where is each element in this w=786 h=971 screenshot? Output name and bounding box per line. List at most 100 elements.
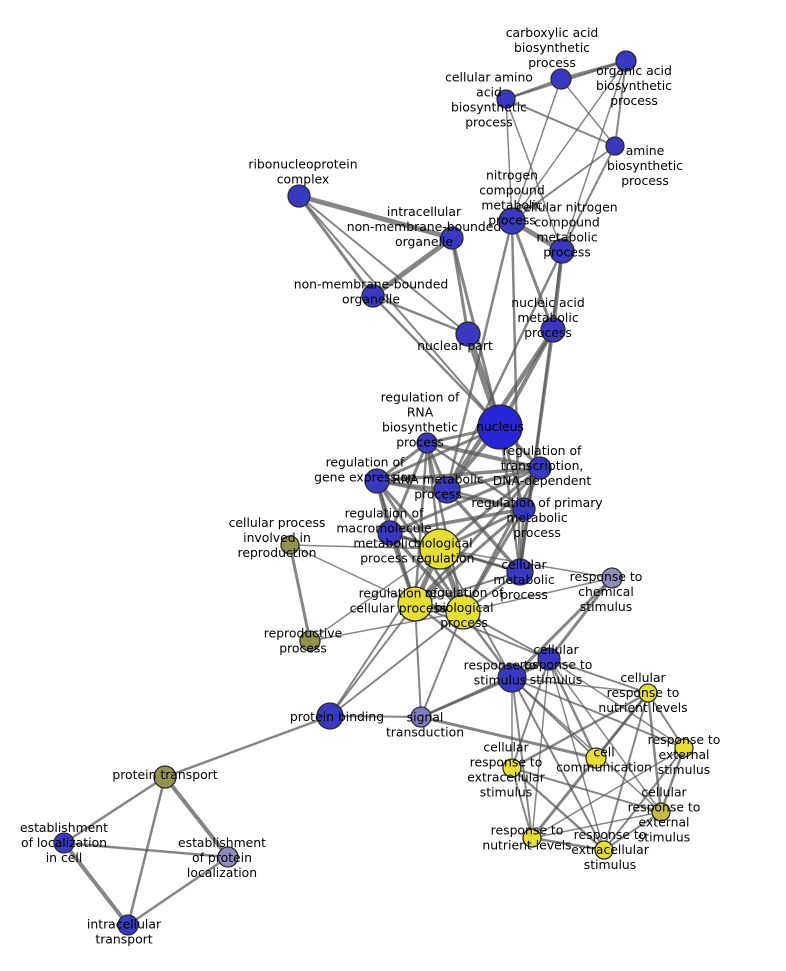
node-cellular-response-to-external-stimulus[interactable]: cellular response to external stimulus (651, 802, 671, 822)
node-cellular-metabolic-process[interactable]: cellular metabolic process (506, 558, 534, 586)
edge-response-to-stimulus--response-to-nutrient-levels (511, 677, 533, 839)
edge-cellular-process-involved-in-reproduction--biological-regulation (289, 544, 441, 550)
node-cellular-amino-acid-biosynthetic-process[interactable]: cellular amino acid biosynthetic process (496, 89, 516, 109)
edge-intracellular-non-membrane-bounded-organelle--non-membrane-bounded-organelle (370, 235, 455, 299)
node-regulation-of-biological-process[interactable]: regulation of biological process (445, 594, 481, 630)
edge-reproductive-process--biological-regulation (309, 548, 441, 642)
edge-response-to-stimulus--cellular-response-to-external-stimulus (511, 677, 662, 813)
edge-response-to-external-stimulus--cellular-response-to-external-stimulus (659, 746, 686, 814)
node-nucleus[interactable]: nucleus (477, 404, 523, 450)
edge-response-to-stimulus--cellular-response-to-nutrient-levels (511, 677, 649, 694)
node-protein-binding[interactable]: protein binding (316, 702, 344, 730)
edge-cellular-response-to-stimulus--cell-communication (547, 657, 598, 760)
edge-organic-acid-biosynthetic-process--cellular-nitrogen-compound-metabolic-process (561, 60, 627, 252)
edge-response-to-extracellular-stimulus--response-to-nutrient-levels (530, 836, 606, 852)
edge-establishment-of-localization-in-cell--establishment-of-protein-localization (62, 841, 230, 859)
edge-protein-binding--signal-transduction (329, 715, 422, 718)
edge-cellular-response-to-nutrient-levels--cellular-response-to-extracellular-stimulus (510, 691, 650, 770)
edge-regulation-of-cellular-process--cellular-metabolic-process (414, 571, 521, 605)
edge-cellular-amino-acid-biosynthetic-process--amine-biosynthetic-process (505, 98, 616, 147)
node-regulation-of-gene-expression[interactable]: regulation of gene expression (364, 468, 390, 494)
edge-regulation-of-rna-biosynthetic-process--regulation-of-cellular-process (413, 441, 429, 606)
edge-protein-binding--regulation-of-biological-process (329, 611, 464, 717)
node-regulation-of-macromolecule-metabolic-process[interactable]: regulation of macromolecule metabolic pr… (377, 520, 403, 546)
node-amine-biosynthetic-process[interactable]: amine biosynthetic process (605, 136, 625, 156)
node-cellular-process-involved-in-reproduction[interactable]: cellular process involved in reproductio… (280, 535, 300, 555)
edge-ribonucleoprotein-complex--nucleus (298, 195, 501, 428)
node-intracellular-non-membrane-bounded-organelle[interactable]: intracellular non-membrane-bounded organ… (440, 226, 464, 250)
edge-protein-binding--protein-transport (163, 714, 332, 779)
node-non-membrane-bounded-organelle[interactable]: non-membrane-bounded organelle (361, 284, 385, 308)
node-signal-transduction[interactable]: signal transduction (410, 706, 432, 728)
edge-cellular-response-to-stimulus--response-to-external-stimulus (548, 658, 685, 749)
edge-cellular-response-to-nutrient-levels--response-to-extracellular-stimulus (603, 692, 649, 851)
edge-ribonucleoprotein-complex--intracellular-non-membrane-bounded-organelle (296, 193, 455, 241)
edge-regulation-of-transcription-dna-dependent--rna-metabolic-process (445, 466, 542, 492)
node-organic-acid-biosynthetic-process[interactable]: organic acid biosynthetic process (615, 50, 637, 72)
node-cellular-nitrogen-compound-metabolic-process[interactable]: cellular nitrogen compound metabolic pro… (549, 238, 575, 264)
node-regulation-of-transcription-dna-dependent[interactable]: regulation of transcription, DNA-depende… (528, 456, 552, 480)
node-regulation-of-cellular-process[interactable]: regulation of cellular process (397, 586, 433, 622)
edge-response-to-external-stimulus--response-to-nutrient-levels (531, 747, 685, 839)
edge-carboxylic-acid-biosynthetic-process--nitrogen-compound-metabolic-process (511, 78, 562, 222)
edge-protein-binding--biological-regulation (329, 548, 441, 717)
node-ribonucleoprotein-complex[interactable]: ribonucleoprotein complex (287, 184, 311, 208)
node-rna-metabolic-process[interactable]: RNA metabolic process (433, 476, 461, 504)
node-nucleic-acid-metabolic-process[interactable]: nucleic acid metabolic process (540, 317, 566, 343)
edge-cellular-response-to-nutrient-levels--cellular-response-to-external-stimulus (646, 691, 663, 814)
edge-organic-acid-biosynthetic-process--nitrogen-compound-metabolic-process (511, 60, 627, 222)
edge-amine-biosynthetic-process--nitrogen-compound-metabolic-process (511, 145, 616, 222)
node-response-to-external-stimulus[interactable]: response to external stimulus (674, 738, 694, 758)
edge-regulation-of-macromolecule-metabolic-process--regulation-of-biological-process (388, 531, 465, 614)
node-reproductive-process[interactable]: reproductive process (299, 630, 321, 652)
node-cell-communication[interactable]: cell communication (585, 747, 607, 769)
node-cellular-response-to-stimulus[interactable]: cellular response to stimulus (537, 647, 561, 671)
node-intracellular-transport[interactable]: intracellular transport (117, 914, 139, 936)
edge-establishment-of-protein-localization--intracellular-transport (126, 855, 230, 927)
edge-cellular-response-to-stimulus--response-to-nutrient-levels (531, 658, 550, 839)
node-response-to-chemical-stimulus[interactable]: response to chemical stimulus (601, 567, 623, 589)
edge-regulation-of-cellular-process--response-to-stimulus (413, 602, 514, 680)
node-response-to-nutrient-levels[interactable]: response to nutrient levels (522, 828, 542, 848)
nodes-layer: carboxylic acid biosynthetic process orga… (53, 50, 694, 936)
node-establishment-of-protein-localization[interactable]: establishment of protein localization (217, 846, 239, 868)
edge-regulation-of-primary-metabolic-process--regulation-of-biological-process (461, 507, 526, 614)
node-carboxylic-acid-biosynthetic-process[interactable]: carboxylic acid biosynthetic process (550, 68, 572, 90)
node-protein-transport[interactable]: protein transport (153, 765, 177, 789)
edge-cellular-process-involved-in-reproduction--regulation-of-cellular-process (289, 544, 416, 605)
edge-regulation-of-rna-biosynthetic-process--regulation-of-primary-metabolic-process (425, 441, 526, 511)
edge-cellular-response-to-stimulus--cellular-response-to-nutrient-levels (548, 658, 649, 694)
node-establishment-of-localization-in-cell[interactable]: establishment of localization in cell (53, 832, 75, 854)
edge-response-to-extracellular-stimulus--cellular-response-to-extracellular-stimulus (510, 766, 606, 852)
edge-ribonucleoprotein-complex--non-membrane-bounded-organelle (297, 194, 375, 298)
edge-regulation-of-cellular-process--cellular-response-to-stimulus (414, 603, 550, 660)
node-cellular-response-to-nutrient-levels[interactable]: cellular response to nutrient levels (638, 683, 658, 703)
edge-cellular-response-to-extracellular-stimulus--response-to-nutrient-levels (511, 767, 533, 839)
edge-cellular-response-to-stimulus--cellular-response-to-external-stimulus (548, 658, 662, 813)
edge-ribonucleoprotein-complex--nuclear-part (298, 195, 469, 335)
edge-cell-communication--cellular-response-to-nutrient-levels (595, 692, 649, 759)
node-cellular-response-to-extracellular-stimulus[interactable]: cellular response to extracellular stimu… (502, 758, 522, 778)
edge-regulation-of-rna-biosynthetic-process--regulation-of-transcription-dna-dependent (425, 441, 542, 470)
edge-response-to-external-stimulus--response-to-extracellular-stimulus (603, 747, 685, 851)
edge-cellular-response-to-stimulus--signal-transduction (419, 657, 551, 719)
node-regulation-of-primary-metabolic-process[interactable]: regulation of primary metabolic process (512, 497, 536, 521)
edge-regulation-of-rna-biosynthetic-process--regulation-of-biological-process (425, 441, 465, 614)
edge-cellular-process-involved-in-reproduction--reproductive-process (288, 543, 312, 643)
node-regulation-of-rna-biosynthetic-process[interactable]: regulation of RNA biosynthetic process (416, 432, 438, 454)
edge-nitrogen-compound-metabolic-process--nucleic-acid-metabolic-process (510, 219, 555, 332)
edge-regulation-of-transcription-dna-dependent--biological-regulation (438, 466, 542, 551)
node-nitrogen-compound-metabolic-process[interactable]: nitrogen compound metabolic process (498, 207, 526, 235)
node-nuclear-part[interactable]: nuclear part (455, 321, 481, 347)
node-response-to-stimulus[interactable]: response to stimulus (497, 663, 527, 693)
node-response-to-extracellular-stimulus[interactable]: response to extracellular stimulus (594, 840, 614, 860)
edge-non-membrane-bounded-organelle--nucleus (371, 294, 502, 429)
edge-cellular-response-to-extracellular-stimulus--cellular-response-to-external-stimulus (511, 767, 662, 813)
node-biological-regulation[interactable]: biological regulation (419, 528, 461, 570)
